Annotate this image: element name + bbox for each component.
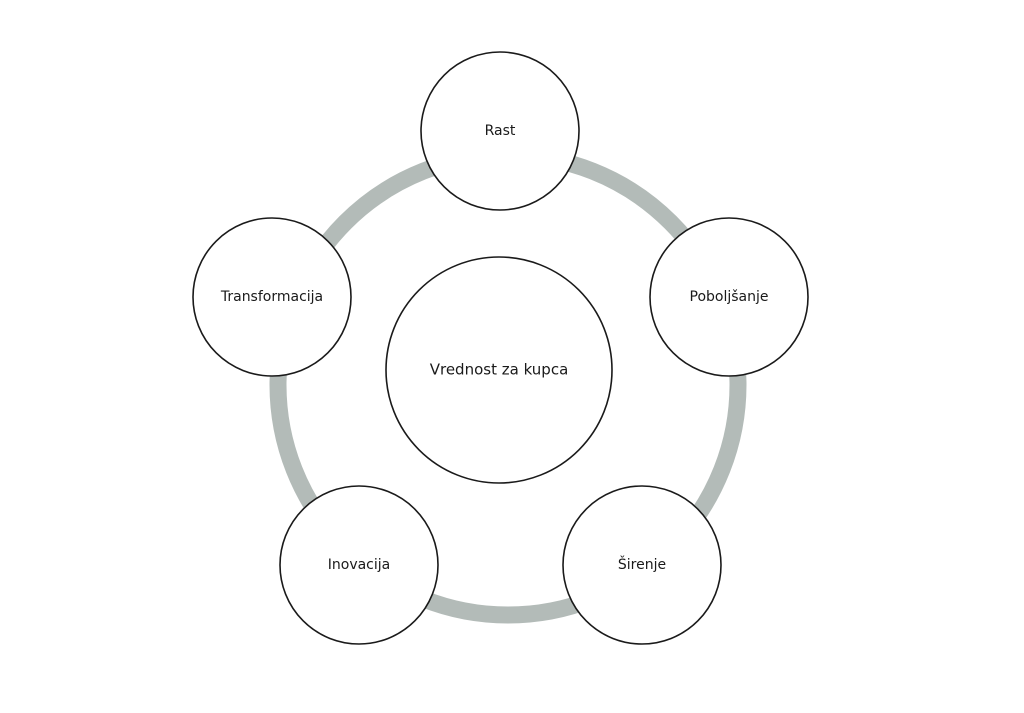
node-rast: Rast — [420, 51, 580, 211]
node-inovacija: Inovacija — [279, 485, 439, 645]
center-node-circle — [385, 256, 613, 484]
node-rast-circle — [420, 51, 580, 211]
node-sirenje-circle — [562, 485, 722, 645]
node-poboljsanje-circle — [649, 217, 809, 377]
node-sirenje: Širenje — [562, 485, 722, 645]
node-poboljsanje: Poboljšanje — [649, 217, 809, 377]
node-transformacija-circle — [192, 217, 352, 377]
node-poboljsanje-label: Poboljšanje — [690, 289, 769, 305]
node-transformacija: Transformacija — [192, 217, 352, 377]
node-transformacija-label: Transformacija — [220, 289, 323, 305]
center-node-label: Vrednost za kupca — [430, 361, 569, 379]
node-rast-label: Rast — [485, 123, 516, 139]
node-inovacija-circle — [279, 485, 439, 645]
node-inovacija-label: Inovacija — [328, 557, 391, 573]
node-sirenje-label: Širenje — [618, 555, 666, 573]
center-node: Vrednost za kupca — [385, 256, 613, 484]
